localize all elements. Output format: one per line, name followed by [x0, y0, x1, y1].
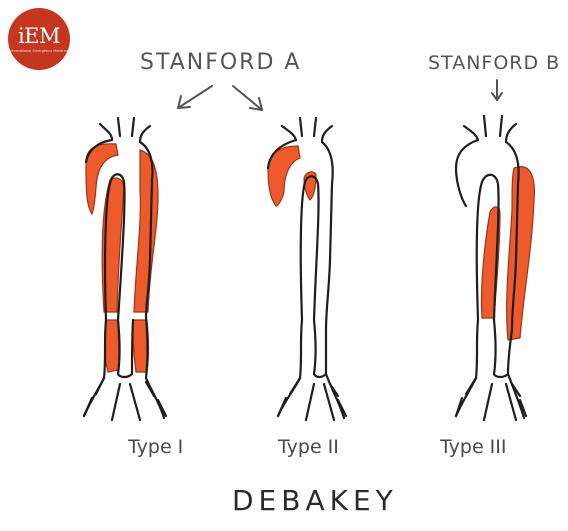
debakey-label: DEBAKEY — [232, 484, 398, 517]
aorta-type-2 — [268, 118, 346, 420]
arrow-to-type-2 — [233, 86, 262, 110]
arrows — [178, 80, 502, 110]
arrow-to-type-1 — [178, 86, 212, 108]
type-2-label: Type II — [278, 436, 339, 458]
type-1-label: Type I — [128, 436, 183, 458]
type-3-label: Type III — [440, 436, 507, 458]
aorta-type-1 — [84, 118, 166, 420]
aorta-type-3 — [456, 116, 534, 420]
dissection-type-3 — [481, 167, 534, 340]
